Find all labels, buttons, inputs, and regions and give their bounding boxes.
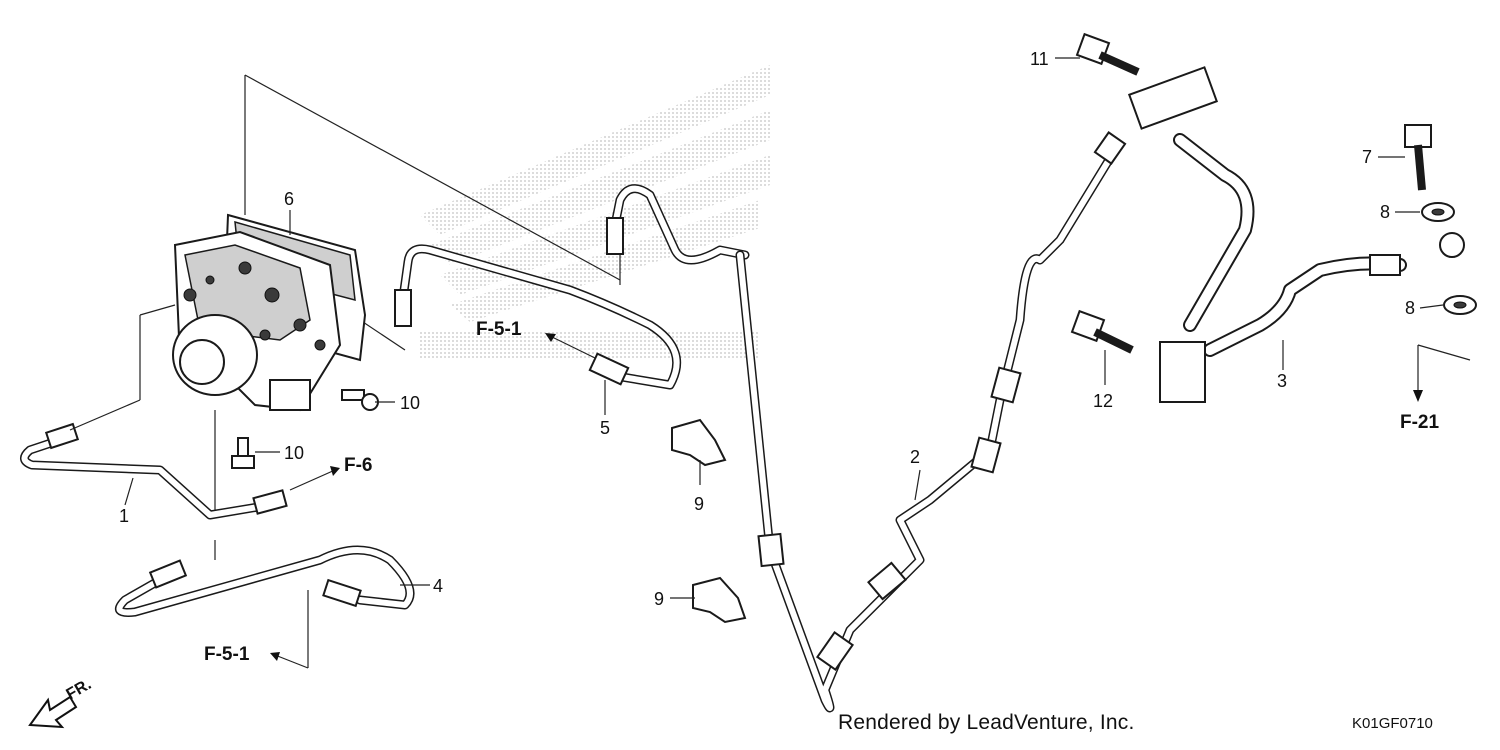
ref-f-5-1-top[interactable]: F-5-1 bbox=[476, 319, 522, 340]
callout-3: 3 bbox=[1277, 371, 1287, 391]
brake-hose-3[interactable] bbox=[1127, 66, 1465, 403]
callout-10-right: 10 bbox=[400, 393, 420, 413]
callout-2: 2 bbox=[910, 447, 920, 467]
clamp-9-upper[interactable] bbox=[671, 418, 727, 467]
ref-f-21[interactable]: F-21 bbox=[1400, 412, 1440, 433]
ref-f-5-1-bottom[interactable]: F-5-1 bbox=[204, 644, 250, 665]
brake-pipe-1[interactable] bbox=[20, 422, 288, 520]
callout-11: 11 bbox=[1030, 49, 1049, 69]
washer-8-upper[interactable] bbox=[1421, 202, 1455, 222]
diagram-code: K01GF0710 bbox=[1352, 715, 1433, 732]
callout-12: 12 bbox=[1093, 391, 1113, 411]
callout-9-upper: 9 bbox=[694, 494, 704, 514]
callout-6: 6 bbox=[284, 189, 294, 209]
bolt-11[interactable] bbox=[1075, 32, 1140, 76]
callout-8-lower: 8 bbox=[1405, 298, 1415, 318]
callout-5: 5 bbox=[600, 418, 610, 438]
callout-leaders bbox=[69, 57, 1444, 599]
front-direction-indicator: FR. bbox=[28, 676, 94, 729]
callout-7: 7 bbox=[1362, 147, 1372, 167]
ref-arrows bbox=[270, 333, 1471, 669]
callout-9-lower: 9 bbox=[654, 589, 664, 609]
bolt-12[interactable] bbox=[1070, 309, 1134, 354]
wing-watermark bbox=[420, 65, 770, 360]
bolt-10-lower[interactable] bbox=[231, 437, 255, 469]
brake-pipe-4[interactable] bbox=[115, 545, 415, 617]
washer-8-lower[interactable] bbox=[1443, 295, 1477, 315]
brake-pipe-2[interactable] bbox=[735, 131, 1127, 713]
abs-modulator[interactable] bbox=[172, 213, 367, 412]
clamp-9-lower[interactable] bbox=[692, 576, 747, 624]
bolt-10-right[interactable] bbox=[341, 389, 379, 411]
callout-10-lower: 10 bbox=[284, 443, 304, 463]
brake-pipe-5[interactable] bbox=[394, 184, 750, 390]
callout-4: 4 bbox=[433, 576, 443, 596]
callout-1: 1 bbox=[119, 506, 129, 526]
bolt-7[interactable] bbox=[1404, 124, 1432, 191]
ref-f-6[interactable]: F-6 bbox=[344, 455, 373, 476]
render-credit: Rendered by LeadVenture, Inc. bbox=[838, 711, 1135, 734]
callout-8-upper: 8 bbox=[1380, 202, 1390, 222]
